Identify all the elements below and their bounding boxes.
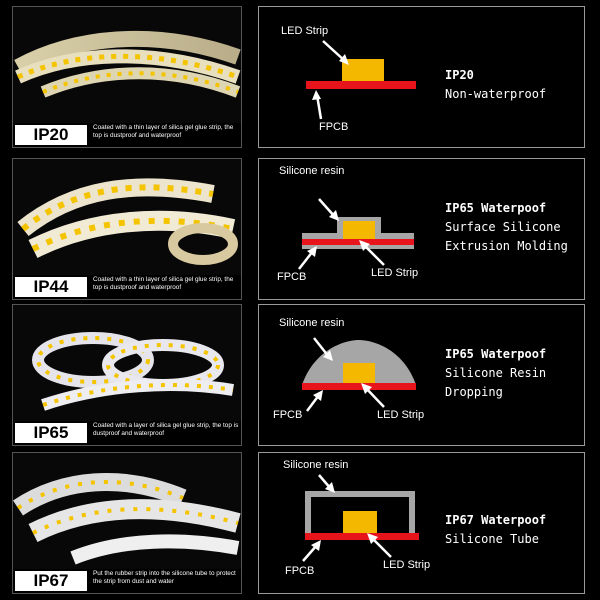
fpcb-shape (306, 81, 416, 89)
arrow-head (311, 540, 321, 551)
callout-silicone-resin: Silicone resin (279, 165, 345, 177)
callout-silicone-resin: Silicone resin (283, 459, 349, 471)
ip-rating-label: IP65 (15, 423, 87, 443)
ip-description: Put the rubber strip into the silicone t… (93, 570, 236, 585)
title-line-1: IP65 Waterpoof (445, 201, 547, 215)
led-chip-shape (343, 363, 375, 383)
product-photo-panel: IP20 Coated with a thin layer of silica … (12, 6, 242, 148)
callout-fpcb: FPCB (273, 409, 303, 421)
ip-description: Coated with a thin layer of silica gel g… (93, 124, 234, 139)
arrow-head (329, 210, 339, 221)
arrow-head (323, 350, 333, 361)
title-line-2: Non-waterproof (445, 87, 547, 101)
fpcb-shape (305, 533, 419, 540)
arrow-head (312, 90, 321, 100)
arrow-head (339, 54, 349, 65)
led-chip-shape (343, 511, 377, 533)
arrow-head (367, 533, 378, 544)
arrow-head (313, 390, 323, 401)
silicone-tube-shape (305, 491, 415, 538)
title-line-1: IP20 (445, 68, 474, 82)
callout-silicone-resin: Silicone resin (279, 317, 345, 329)
callout-led-strip: LED Strip (383, 559, 431, 571)
ip-rating-label: IP67 (15, 571, 87, 591)
led-strip-photo (13, 472, 241, 565)
led-strip-photo (32, 332, 234, 411)
title-line-3: Dropping (445, 385, 503, 399)
diagram-panel: LED Strip FPCB IP20 Non-waterproof (258, 6, 585, 148)
fpcb-shape (302, 383, 416, 390)
ip-description: Coated with a layer of silica gel glue s… (93, 422, 239, 437)
title-line-1: IP67 Waterpoof (445, 513, 547, 527)
cross-section-diagram (306, 40, 416, 120)
arrow-head (361, 383, 372, 394)
title-line-2: Silicone Resin (445, 366, 547, 380)
silicone-shape (302, 340, 416, 385)
product-photo-panel: IP67 Put the rubber strip into the silic… (12, 452, 242, 594)
led-strip-photo (17, 178, 238, 265)
diagram-panel: Silicone resin FPCB LED Strip IP65 Water… (258, 304, 585, 446)
callout-led-strip: LED Strip (281, 25, 329, 37)
label-bar: IP20 Coated with a thin layer of silica … (13, 123, 241, 147)
title-line-3: Extrusion Molding (445, 239, 568, 253)
ip-rating-label: IP44 (15, 277, 87, 297)
title-line-2: Surface Silicone (445, 220, 561, 234)
product-photo-panel: IP65 Coated with a layer of silica gel g… (12, 304, 242, 446)
cross-section-diagram (302, 474, 419, 562)
row-ip67: IP67 Put the rubber strip into the silic… (0, 446, 600, 594)
label-bar: IP65 Coated with a layer of silica gel g… (13, 421, 241, 445)
callout-fpcb: FPCB (319, 121, 349, 133)
ip-rating-label: IP20 (15, 125, 87, 145)
diagram-panel: Silicone resin FPCB LED Strip IP65 Water… (258, 158, 585, 300)
arrow-head (325, 482, 335, 493)
cross-section-diagram (302, 337, 416, 412)
row-ip65: IP65 Coated with a layer of silica gel g… (0, 298, 600, 446)
arrow-line (298, 250, 314, 270)
callout-fpcb: FPCB (285, 565, 315, 577)
diagram-panel: Silicone resin FPCB LED Strip IP67 Water… (258, 452, 585, 594)
led-chip-shape (342, 59, 384, 81)
callout-led-strip: LED Strip (377, 409, 425, 421)
title-line-2: Silicone Tube (445, 532, 539, 546)
product-photo-panel: IP44 Coated with a thin layer of silica … (12, 158, 242, 300)
title-line-1: IP65 Waterpoof (445, 347, 547, 361)
arrow-line (322, 40, 346, 62)
led-chip-shape (343, 221, 375, 239)
callout-led-strip: LED Strip (371, 267, 419, 279)
label-bar: IP44 Coated with a thin layer of silica … (13, 275, 241, 299)
led-strip-photo (14, 30, 241, 98)
callout-fpcb: FPCB (277, 271, 307, 283)
arrow-head (359, 240, 370, 251)
cross-section-diagram (298, 198, 414, 270)
fpcb-shape (302, 239, 414, 245)
ip-description: Coated with a thin layer of silica gel g… (93, 276, 234, 291)
label-bar: IP67 Put the rubber strip into the silic… (13, 569, 241, 593)
row-ip20: IP20 Coated with a thin layer of silica … (0, 0, 600, 148)
arrow-head (307, 246, 317, 257)
row-ip44: IP44 Coated with a thin layer of silica … (0, 152, 600, 300)
